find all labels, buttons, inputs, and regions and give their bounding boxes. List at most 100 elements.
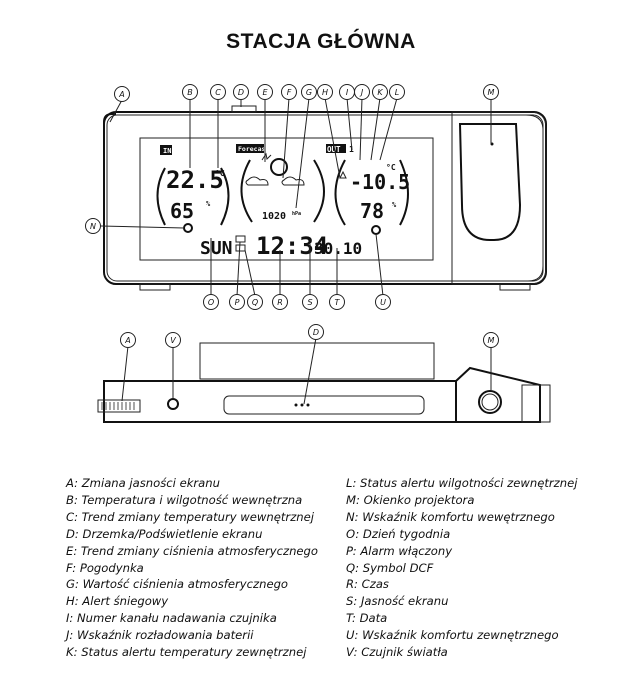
svg-text:P: P xyxy=(235,298,240,307)
svg-text:J: J xyxy=(359,88,364,97)
legend-item: J: Wskaźnik rozładowania baterii xyxy=(66,628,254,643)
outdoor-comfort-icon xyxy=(371,225,381,235)
callout-q: Q xyxy=(247,294,263,310)
svg-text:D: D xyxy=(238,88,244,97)
svg-text:S: S xyxy=(307,298,312,307)
svg-text:C: C xyxy=(215,88,221,97)
front-view: IN 22.5 °C 65 % Forecast 1020 hPa OUT xyxy=(103,105,547,291)
indoor-temperature: 22.5 xyxy=(166,166,224,194)
outdoor-temperature: -10.5 xyxy=(350,170,410,194)
snooze-button xyxy=(231,105,257,113)
callout-o: O xyxy=(203,294,219,310)
callout-l: L xyxy=(389,84,405,100)
callout-u: U xyxy=(375,294,391,310)
callout-d: D xyxy=(308,324,324,340)
sun-icon xyxy=(270,158,288,176)
cloud-icon xyxy=(245,176,269,186)
svg-text:F: F xyxy=(287,88,292,97)
callout-k: K xyxy=(372,84,388,100)
snooze-bar xyxy=(223,395,425,415)
callout-f: F xyxy=(281,84,297,100)
legend-item: S: Jasność ekranu xyxy=(346,594,449,609)
legend-item: E: Trend zmiany ciśnienia atmosferyczneg… xyxy=(66,543,318,558)
legend-item: A: Zmiana jasności ekranu xyxy=(66,476,220,490)
legend-item: D: Drzemka/Podświetlenie ekranu xyxy=(66,526,263,541)
outdoor-humidity: 78 xyxy=(360,199,384,223)
bottom-callout-lines xyxy=(121,337,492,405)
legend-item: M: Okienko projektora xyxy=(346,492,475,507)
callout-n: N xyxy=(85,218,101,234)
callout-g: G xyxy=(301,84,317,100)
callout-c: C xyxy=(210,84,226,100)
svg-text:H: H xyxy=(322,88,328,97)
callout-v: V xyxy=(165,332,181,348)
date-display: 30.10 xyxy=(314,239,362,258)
page-title: STACJA GŁÓWNA xyxy=(226,30,416,53)
legend-item: N: Wskaźnik komfortu wewętrznego xyxy=(346,509,555,524)
callout-i: I xyxy=(339,84,355,100)
projector-window xyxy=(458,123,522,241)
snow-alert-icon xyxy=(339,170,347,179)
projector-lens xyxy=(478,390,502,414)
indoor-comfort-icon xyxy=(183,223,193,233)
callout-d: D xyxy=(233,84,249,100)
legend-item: Q: Symbol DCF xyxy=(346,560,434,575)
legend-item: I: Numer kanału nadawania czujnika xyxy=(66,611,277,626)
svg-text:E: E xyxy=(262,88,268,97)
callout-a: A xyxy=(114,86,130,102)
svg-text:M: M xyxy=(488,336,495,345)
svg-text:D: D xyxy=(313,328,319,337)
legend-item: G: Wartość ciśnienia atmosferycznego xyxy=(66,577,289,592)
indoor-humidity: 65 xyxy=(170,199,194,223)
callout-h: H xyxy=(317,84,333,100)
svg-text:A: A xyxy=(124,336,130,345)
alarm-on-icon xyxy=(235,235,246,243)
legend-item: H: Alert śniegowy xyxy=(66,594,169,609)
callout-m: M xyxy=(483,84,499,100)
callout-s: S xyxy=(302,294,318,310)
pressure-trend-arrow-icon xyxy=(261,152,272,161)
svg-text:I: I xyxy=(346,88,349,97)
pressure-unit: hPa xyxy=(292,211,301,217)
callout-b: B xyxy=(182,84,198,100)
light-sensor xyxy=(167,398,179,410)
bottom-panel-top xyxy=(199,342,435,380)
callout-a: A xyxy=(120,332,136,348)
svg-text:B: B xyxy=(187,88,193,97)
time-display: 12:34 xyxy=(256,232,328,260)
front-callout-lines xyxy=(100,97,492,297)
legend-item: F: Pogodynka xyxy=(66,560,144,575)
indoor-label: IN xyxy=(163,147,171,155)
callout-r: R xyxy=(272,294,288,310)
forecast-label: Forecast xyxy=(238,145,269,153)
outdoor-humidity-percent: % xyxy=(392,201,397,209)
svg-text:N: N xyxy=(90,222,96,231)
svg-text:O: O xyxy=(208,298,214,307)
callout-p: P xyxy=(229,294,245,310)
svg-text:K: K xyxy=(377,88,383,97)
legend-right-column: L: Status alertu wilgotności zewnętrznej… xyxy=(346,475,577,661)
legend-item: U: Wskaźnik komfortu zewnętrznego xyxy=(346,628,559,643)
outdoor-label: OUT xyxy=(327,145,341,154)
callout-j: J xyxy=(354,84,370,100)
svg-text:T: T xyxy=(335,298,341,307)
svg-text:R: R xyxy=(277,298,283,307)
projector-housing xyxy=(451,111,547,285)
svg-text:U: U xyxy=(380,298,386,307)
legend-item: T: Data xyxy=(346,611,388,626)
legend-item: C: Trend zmiany temperatury wewnętrznej xyxy=(66,509,314,524)
forecast-section: Forecast 1020 hPa xyxy=(236,144,325,223)
legend-item: R: Czas xyxy=(346,577,389,592)
indoor-temp-unit: °C xyxy=(215,169,225,178)
legend-item: L: Status alertu wilgotności zewnętrznej xyxy=(346,476,578,490)
legend-item: B: Temperatura i wilgotność wewnętrzna xyxy=(66,492,303,507)
cloud-icon xyxy=(281,176,305,186)
svg-text:V: V xyxy=(170,336,176,345)
svg-text:A: A xyxy=(118,90,124,99)
brightness-wheel xyxy=(97,399,141,413)
svg-text:M: M xyxy=(488,88,495,97)
callout-m: M xyxy=(483,332,499,348)
svg-text:Q: Q xyxy=(252,298,258,307)
